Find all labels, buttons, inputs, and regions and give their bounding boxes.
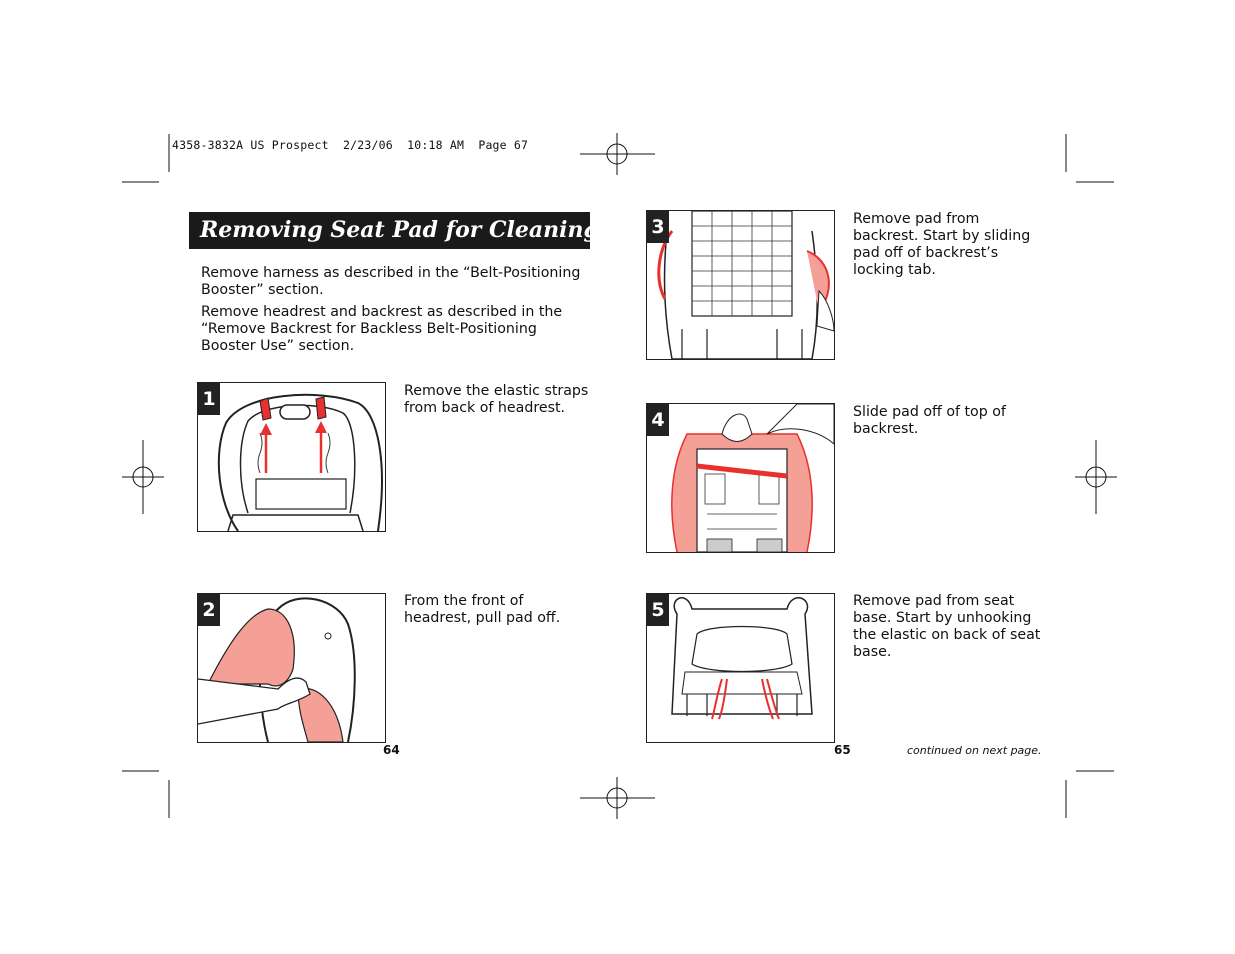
step-3-number: 3 <box>647 211 669 243</box>
page-number-right: 65 <box>834 743 851 757</box>
page-title: Removing Seat Pad for Cleaning <box>200 217 599 243</box>
step-2-text: From the front of headrest, pull pad off… <box>404 593 561 626</box>
step-3-figure: 3 <box>646 210 835 360</box>
step-3-text: Remove pad from backrest. Start by slidi… <box>853 211 1031 278</box>
step-5-number: 5 <box>647 594 669 626</box>
continued-note: continued on next page. <box>907 744 1042 757</box>
step-1-text: Remove the elastic straps from back of h… <box>404 383 589 416</box>
step-2-number: 2 <box>198 594 220 626</box>
backrest-illustration <box>657 211 834 359</box>
headrest-back-illustration <box>217 393 383 531</box>
step-1-number: 1 <box>198 383 220 415</box>
headrest-front-illustration <box>198 597 356 742</box>
seat-base-illustration <box>671 597 813 720</box>
title-bar <box>189 212 590 249</box>
intro-paragraph-2: Remove headrest and backrest as describe… <box>201 304 563 354</box>
print-slug: 4358-3832A US Prospect 2/23/06 10:18 AM … <box>172 138 529 152</box>
step-2-figure: 2 <box>197 593 386 743</box>
step-4-number: 4 <box>647 404 669 436</box>
step-4-figure: 4 <box>646 403 835 553</box>
step-1-figure: 1 <box>197 382 386 532</box>
backrest-top-illustration <box>671 404 834 552</box>
step-4-text: Slide pad off of top of backrest. <box>853 404 1006 437</box>
step-5-text: Remove pad from seat base. Start by unho… <box>853 593 1041 660</box>
step-5-figure: 5 <box>646 593 835 743</box>
intro-paragraph-1: Remove harness as described in the “Belt… <box>201 265 581 298</box>
page-number-left: 64 <box>383 743 400 757</box>
